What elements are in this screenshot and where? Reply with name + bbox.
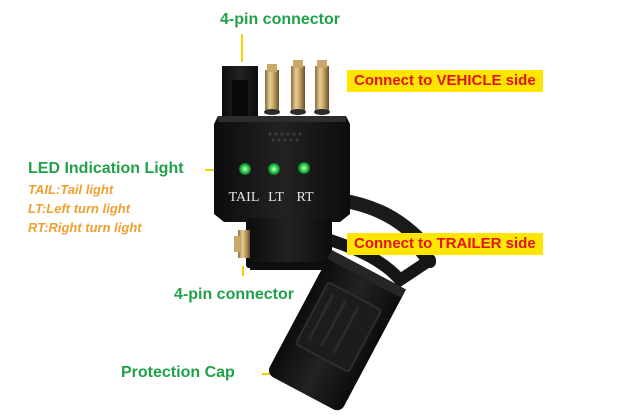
bottom-connector — [234, 218, 332, 270]
led-rt-icon — [298, 162, 310, 174]
protection-cap-label: Protection Cap — [121, 364, 235, 381]
led-lt-icon — [268, 163, 280, 175]
top-pins — [264, 60, 330, 115]
main-body — [214, 116, 350, 222]
vehicle-side-callout: Connect to VEHICLE side — [347, 70, 543, 92]
marking-rt: RT — [296, 190, 313, 205]
top-socket — [222, 66, 258, 118]
top-connector-label: 4-pin connector — [220, 11, 341, 28]
cable-lower — [324, 234, 436, 288]
legend-lt: LT:Left turn light — [28, 201, 131, 216]
protection-cap — [269, 250, 407, 411]
led-indication-title: LED Indication Light — [28, 160, 184, 177]
marking-lt: LT — [268, 190, 284, 205]
legend-rt: RT:Right turn light — [28, 220, 142, 235]
led-tail-icon — [239, 163, 251, 175]
legend-tail: TAIL:Tail light — [28, 182, 114, 197]
led-indicators — [239, 162, 310, 175]
bottom-connector-label: 4-pin connector — [174, 286, 295, 303]
marking-tail: TAIL — [229, 190, 260, 205]
trailer-side-callout: Connect to TRAILER side — [347, 233, 543, 255]
